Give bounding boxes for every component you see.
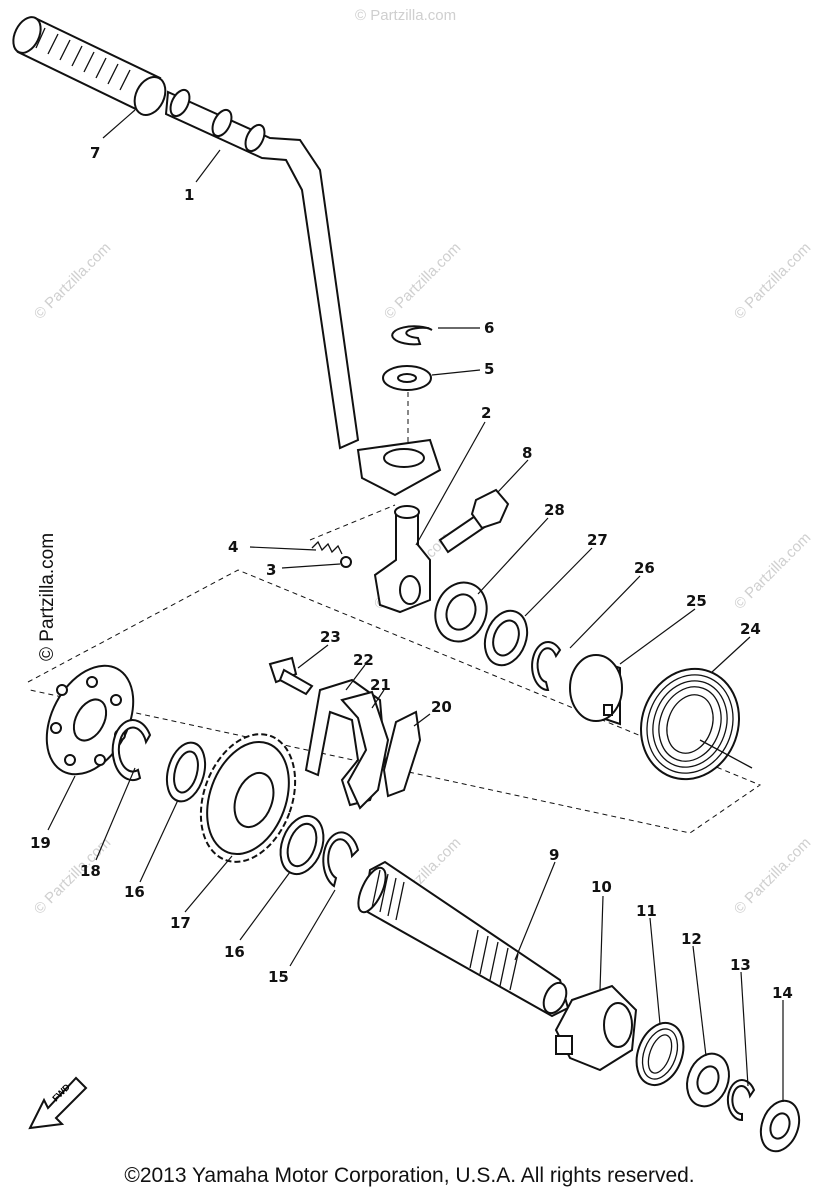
part-16-washer bbox=[165, 741, 207, 803]
part-27-plate bbox=[382, 710, 422, 798]
callout-12: 12 bbox=[681, 930, 702, 948]
part-28-bolt bbox=[268, 656, 314, 696]
part-7-grip bbox=[12, 16, 167, 116]
part-10-ratchet bbox=[554, 984, 638, 1072]
callout-28: 23 bbox=[320, 628, 341, 646]
watermark: © Partzilla.com bbox=[731, 239, 814, 322]
callout-22: 26 bbox=[634, 559, 655, 577]
part-21-spring-cover bbox=[569, 654, 623, 726]
part-23-washer bbox=[483, 609, 529, 667]
side-watermark: © Partzilla.com bbox=[37, 532, 58, 661]
fwd-arrow-icon: FWD bbox=[28, 1076, 88, 1130]
part-17-gear bbox=[199, 733, 297, 863]
part-24-oil-seal bbox=[434, 581, 488, 643]
callout-7: 7 bbox=[90, 144, 100, 162]
callout-16: 16 bbox=[224, 943, 245, 961]
watermark: © Partzilla.com bbox=[31, 239, 114, 322]
callout-13: 13 bbox=[730, 956, 751, 974]
assembly-guide-line bbox=[309, 504, 396, 541]
callout-23: 27 bbox=[587, 531, 608, 549]
part-6-circlip bbox=[391, 325, 433, 346]
callout-10: 10 bbox=[591, 878, 612, 896]
part-25-guide bbox=[340, 690, 390, 810]
callout-8: 8 bbox=[522, 444, 532, 462]
callout-layer: 7 1 6 5 2 8 4 3 28 27 26 25 24 23 22 21 … bbox=[30, 144, 793, 1002]
part-14-washer bbox=[759, 1099, 801, 1153]
watermark: © Partzilla.com bbox=[731, 529, 814, 612]
part-12-washer bbox=[686, 1052, 730, 1108]
callout-2: 2 bbox=[481, 404, 491, 422]
callout-11: 11 bbox=[636, 902, 657, 920]
callout-18: 18 bbox=[80, 862, 101, 880]
part-15-circlip bbox=[322, 831, 360, 888]
part-5-washer bbox=[382, 365, 432, 391]
callout-6: 6 bbox=[484, 319, 494, 337]
callout-24: 28 bbox=[544, 501, 565, 519]
callout-17: 17 bbox=[170, 914, 191, 932]
part-22-circlip bbox=[531, 641, 562, 692]
part-3-ball bbox=[340, 556, 352, 568]
watermark: © Partzilla.com bbox=[731, 834, 814, 917]
part-18-circlip bbox=[111, 719, 152, 781]
callout-1: 1 bbox=[184, 186, 194, 204]
callout-15: 15 bbox=[268, 968, 289, 986]
part-8-bolt bbox=[438, 488, 510, 554]
part-4-spring bbox=[311, 540, 343, 555]
callout-19: 19 bbox=[30, 834, 51, 852]
assembly-frame bbox=[27, 569, 762, 834]
watermark: © Partzilla.com bbox=[381, 239, 464, 322]
part-19-holed-plate bbox=[45, 664, 135, 776]
callout-9: 9 bbox=[549, 846, 559, 864]
part-16-washer bbox=[279, 814, 325, 876]
leader-lines bbox=[47, 109, 784, 1102]
callout-20: 24 bbox=[740, 620, 761, 638]
part-2-kick-boss bbox=[373, 505, 431, 614]
callout-3: 3 bbox=[266, 561, 276, 579]
callout-14: 14 bbox=[772, 984, 793, 1002]
callout-16: 16 bbox=[124, 883, 145, 901]
callout-21: 25 bbox=[686, 592, 707, 610]
callout-5: 5 bbox=[484, 360, 494, 378]
part-11-spring bbox=[635, 1022, 685, 1086]
part-20-torsion-spring bbox=[639, 667, 753, 781]
callout-4: 4 bbox=[228, 538, 238, 556]
callout-26: 22 bbox=[353, 651, 374, 669]
callout-25: 21 bbox=[370, 676, 391, 694]
copyright-notice: ©2013 Yamaha Motor Corporation, U.S.A. A… bbox=[124, 1164, 695, 1187]
part-9-kick-axle bbox=[357, 860, 570, 1018]
callout-27: 20 bbox=[431, 698, 452, 716]
watermark: © Partzilla.com bbox=[355, 7, 456, 24]
part-1-kick-lever bbox=[164, 88, 442, 497]
kick-starter-parts-diagram: © Partzilla.com © Partzilla.com © Partzi… bbox=[12, 7, 814, 1153]
part-13-circlip bbox=[726, 1079, 756, 1122]
